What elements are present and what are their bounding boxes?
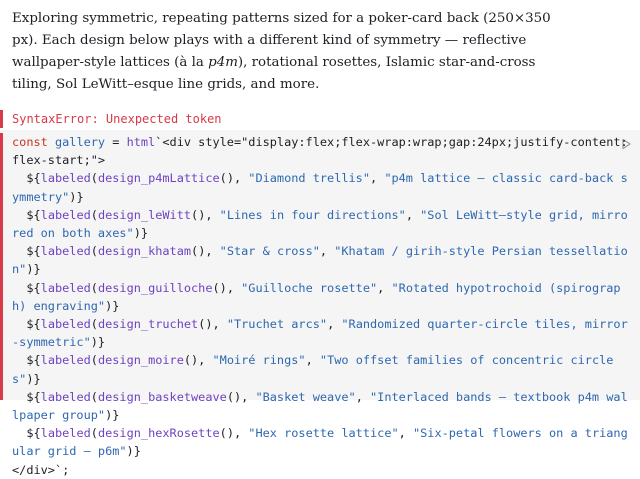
code-arg-sep: , bbox=[327, 317, 342, 332]
code-interp-close: )} bbox=[126, 444, 141, 459]
code-fn-design: design_truchet bbox=[97, 317, 199, 332]
code-keyword-const: const bbox=[12, 135, 48, 149]
code-string-title: "Guilloche rosette" bbox=[241, 280, 378, 295]
code-string-desc: "Randomized quarter-circle tiles, mirror… bbox=[12, 317, 628, 350]
code-string-desc: "Khatam / girih-style Persian tessellati… bbox=[12, 244, 628, 277]
code-cell[interactable]: const gallery = html`<div style="display… bbox=[0, 130, 640, 477]
code-interp-close: )} bbox=[69, 189, 84, 204]
code-paren-open: ( bbox=[90, 317, 98, 332]
code-string-title: "Diamond trellis" bbox=[248, 171, 370, 186]
code-string-title: "Moiré rings" bbox=[212, 353, 306, 368]
code-interp-open: ${ bbox=[12, 171, 41, 186]
code-fn-labeled: labeled bbox=[40, 280, 91, 295]
code-line-entry: ${labeled(design_leWitt(), "Lines in fou… bbox=[12, 208, 628, 240]
play-triangle-icon[interactable] bbox=[620, 138, 632, 150]
error-indicator-bar bbox=[0, 110, 3, 128]
code-arg-sep: , bbox=[405, 207, 421, 222]
code-fn-labeled: labeled bbox=[40, 426, 91, 441]
code-call-sep: (), bbox=[219, 171, 249, 186]
code-string-desc: "p4m lattice — classic card-back symmetr… bbox=[12, 171, 628, 204]
code-interp-open: ${ bbox=[12, 280, 41, 295]
code-string-desc: "Sol LeWitt–style grid, mirrored on both… bbox=[12, 207, 628, 241]
code-line-entry: ${labeled(design_hexRosette(), "Hex rose… bbox=[12, 426, 628, 458]
code-fn-design: design_basketweave bbox=[97, 389, 227, 404]
intro-text-part1: Exploring symmetric, repeating patterns … bbox=[12, 11, 551, 70]
code-string-desc: "Two offset families of concentric circl… bbox=[12, 353, 614, 386]
intro-text-part2: ), rotational rosettes, Islamic star-and… bbox=[12, 55, 536, 92]
error-output: SyntaxError: Unexpected token bbox=[0, 108, 640, 130]
cell-error-bar bbox=[0, 133, 3, 400]
code-interp-close: )} bbox=[105, 298, 120, 313]
code-interp-open: ${ bbox=[12, 244, 41, 259]
code-paren-open: ( bbox=[90, 280, 98, 295]
code-call-sep: (), bbox=[226, 389, 256, 404]
error-message: SyntaxError: Unexpected token bbox=[12, 112, 222, 126]
code-arg-sep: , bbox=[305, 353, 320, 368]
code-paren-open: ( bbox=[90, 426, 98, 441]
code-paren-open: ( bbox=[90, 353, 98, 368]
code-interp-close: )} bbox=[105, 408, 120, 423]
code-line-entry: ${labeled(design_guilloche(), "Guilloche… bbox=[12, 281, 621, 313]
code-call-sep: (), bbox=[198, 317, 227, 332]
code-fn-labeled: labeled bbox=[40, 244, 91, 259]
code-interp-open: ${ bbox=[12, 389, 41, 404]
code-call-sep: (), bbox=[191, 207, 220, 222]
code-string-title: "Star & cross" bbox=[219, 244, 320, 259]
code-fn-labeled: labeled bbox=[40, 207, 91, 222]
code-fn-design: design_hexRosette bbox=[97, 426, 220, 441]
code-line-entry: ${labeled(design_khatam(), "Star & cross… bbox=[12, 244, 628, 276]
code-paren-open: ( bbox=[90, 207, 98, 222]
code-string-title: "Basket weave" bbox=[255, 389, 356, 404]
code-arg-sep: , bbox=[319, 244, 335, 259]
intro-text: Exploring symmetric, repeating patterns … bbox=[12, 8, 572, 96]
code-string-title: "Truchet arcs" bbox=[226, 317, 328, 332]
code-editor[interactable]: const gallery = html`<div style="display… bbox=[12, 133, 634, 479]
code-interp-close: )} bbox=[26, 371, 41, 386]
code-string-desc: "Rotated hypotrochoid (spirograph) engra… bbox=[12, 280, 621, 313]
code-arg-sep: , bbox=[370, 171, 385, 186]
code-call-sep: (), bbox=[191, 244, 220, 259]
code-paren-open: ( bbox=[90, 389, 98, 404]
code-fn-labeled: labeled bbox=[40, 353, 91, 368]
code-assign: = bbox=[105, 135, 127, 149]
code-fn-design: design_guilloche bbox=[97, 280, 213, 295]
code-interp-open: ${ bbox=[12, 353, 41, 368]
code-line-entry: ${labeled(design_moire(), "Moiré rings",… bbox=[12, 353, 613, 385]
code-fn-design: design_moire bbox=[97, 353, 184, 368]
code-line-entry: ${labeled(design_basketweave(), "Basket … bbox=[12, 390, 628, 422]
code-line-entry: ${labeled(design_truchet(), "Truchet arc… bbox=[12, 317, 628, 349]
code-call-sep: (), bbox=[219, 426, 249, 441]
code-call-sep: (), bbox=[212, 280, 242, 295]
code-paren-open: ( bbox=[90, 244, 98, 259]
code-fn-design: design_p4mLattice bbox=[97, 171, 220, 186]
code-open-div: `<div style="display:flex;flex-wrap:wrap… bbox=[12, 135, 628, 168]
code-interp-open: ${ bbox=[12, 426, 41, 441]
code-interp-open: ${ bbox=[12, 317, 41, 332]
code-tag-html: html bbox=[126, 135, 156, 149]
code-close-div: </div>`; bbox=[12, 462, 70, 477]
code-fn-labeled: labeled bbox=[40, 171, 91, 186]
intro-paragraph: Exploring symmetric, repeating patterns … bbox=[12, 8, 572, 96]
code-call-sep: (), bbox=[183, 353, 213, 368]
code-string-title: "Hex rosette lattice" bbox=[248, 426, 399, 441]
code-paren-open: ( bbox=[90, 171, 98, 186]
code-interp-close: )} bbox=[133, 226, 149, 241]
code-arg-sep: , bbox=[398, 426, 413, 441]
code-variable-name: gallery bbox=[54, 135, 106, 149]
code-interp-open: ${ bbox=[12, 207, 41, 222]
code-interp-close: )} bbox=[26, 262, 41, 277]
code-string-title: "Lines in four directions" bbox=[219, 207, 406, 222]
code-arg-sep: , bbox=[377, 280, 392, 295]
intro-emphasis: p4m bbox=[208, 55, 238, 70]
code-arg-sep: , bbox=[355, 389, 371, 404]
code-fn-labeled: labeled bbox=[40, 389, 91, 404]
code-fn-design: design_leWitt bbox=[97, 207, 192, 222]
code-line-entry: ${labeled(design_p4mLattice(), "Diamond … bbox=[12, 171, 628, 203]
code-fn-labeled: labeled bbox=[40, 317, 91, 332]
code-fn-design: design_khatam bbox=[97, 244, 192, 259]
code-interp-close: )} bbox=[90, 335, 106, 350]
